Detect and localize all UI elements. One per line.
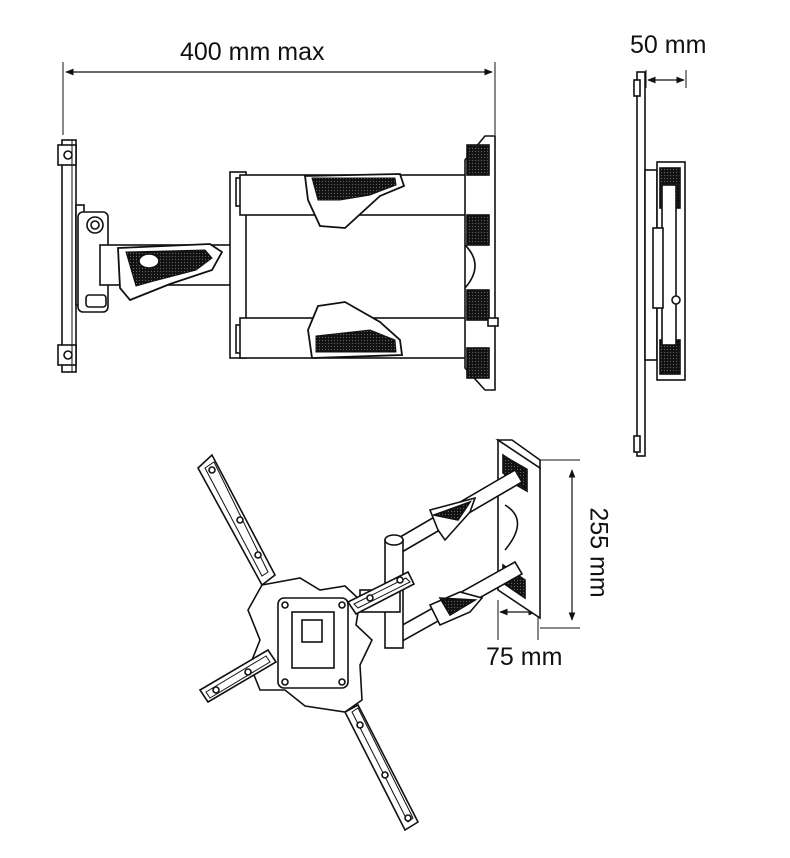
min-depth-dimension-label: 75 mm — [486, 643, 563, 671]
width-dimension-label: 400 mm max — [180, 38, 325, 66]
iso-wall-plate — [495, 438, 541, 620]
front-view — [57, 62, 499, 391]
vesa-rail-top-left — [196, 453, 277, 587]
first-arm — [99, 243, 241, 302]
vesa-rail-top-right — [346, 570, 416, 616]
depth-dimension-label: 50 mm — [630, 31, 707, 59]
iso-arms — [359, 468, 524, 649]
isometric-view — [196, 438, 580, 832]
vesa-rail-bottom-left — [198, 648, 278, 704]
vesa-rail-bottom-right — [343, 703, 420, 832]
side-wall-plate — [636, 71, 646, 457]
lower-arm — [239, 301, 489, 359]
tv-plate-front — [464, 135, 499, 391]
vesa-plate — [247, 577, 373, 713]
side-view — [633, 70, 687, 457]
upper-arm — [239, 173, 489, 229]
height-dimension-label: 255 mm — [584, 507, 613, 598]
